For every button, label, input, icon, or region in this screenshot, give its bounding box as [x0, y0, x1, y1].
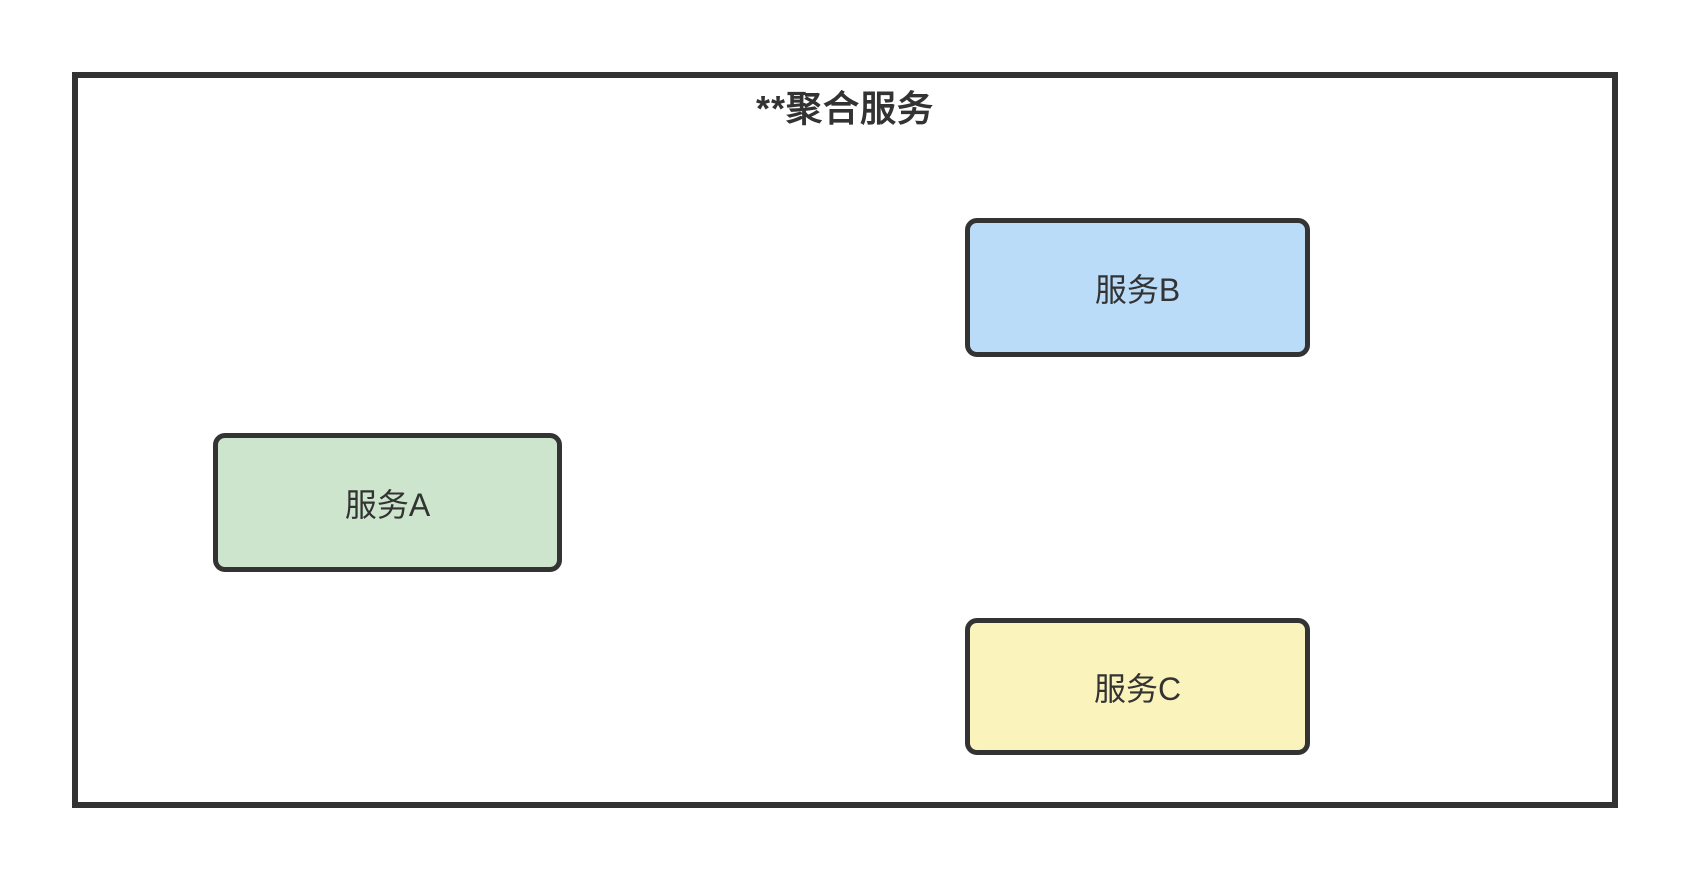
- node-service-a[interactable]: 服务A: [213, 433, 562, 572]
- aggregate-service-boundary[interactable]: **聚合服务 服务B 服务A 服务C: [72, 72, 1618, 808]
- diagram-title: **聚合服务: [755, 88, 935, 129]
- node-service-b-label: 服务B: [1094, 271, 1181, 308]
- node-service-a-label: 服务A: [344, 486, 431, 523]
- node-service-c[interactable]: 服务C: [965, 618, 1310, 755]
- node-service-c-label: 服务C: [1093, 670, 1182, 707]
- node-service-b[interactable]: 服务B: [965, 218, 1310, 357]
